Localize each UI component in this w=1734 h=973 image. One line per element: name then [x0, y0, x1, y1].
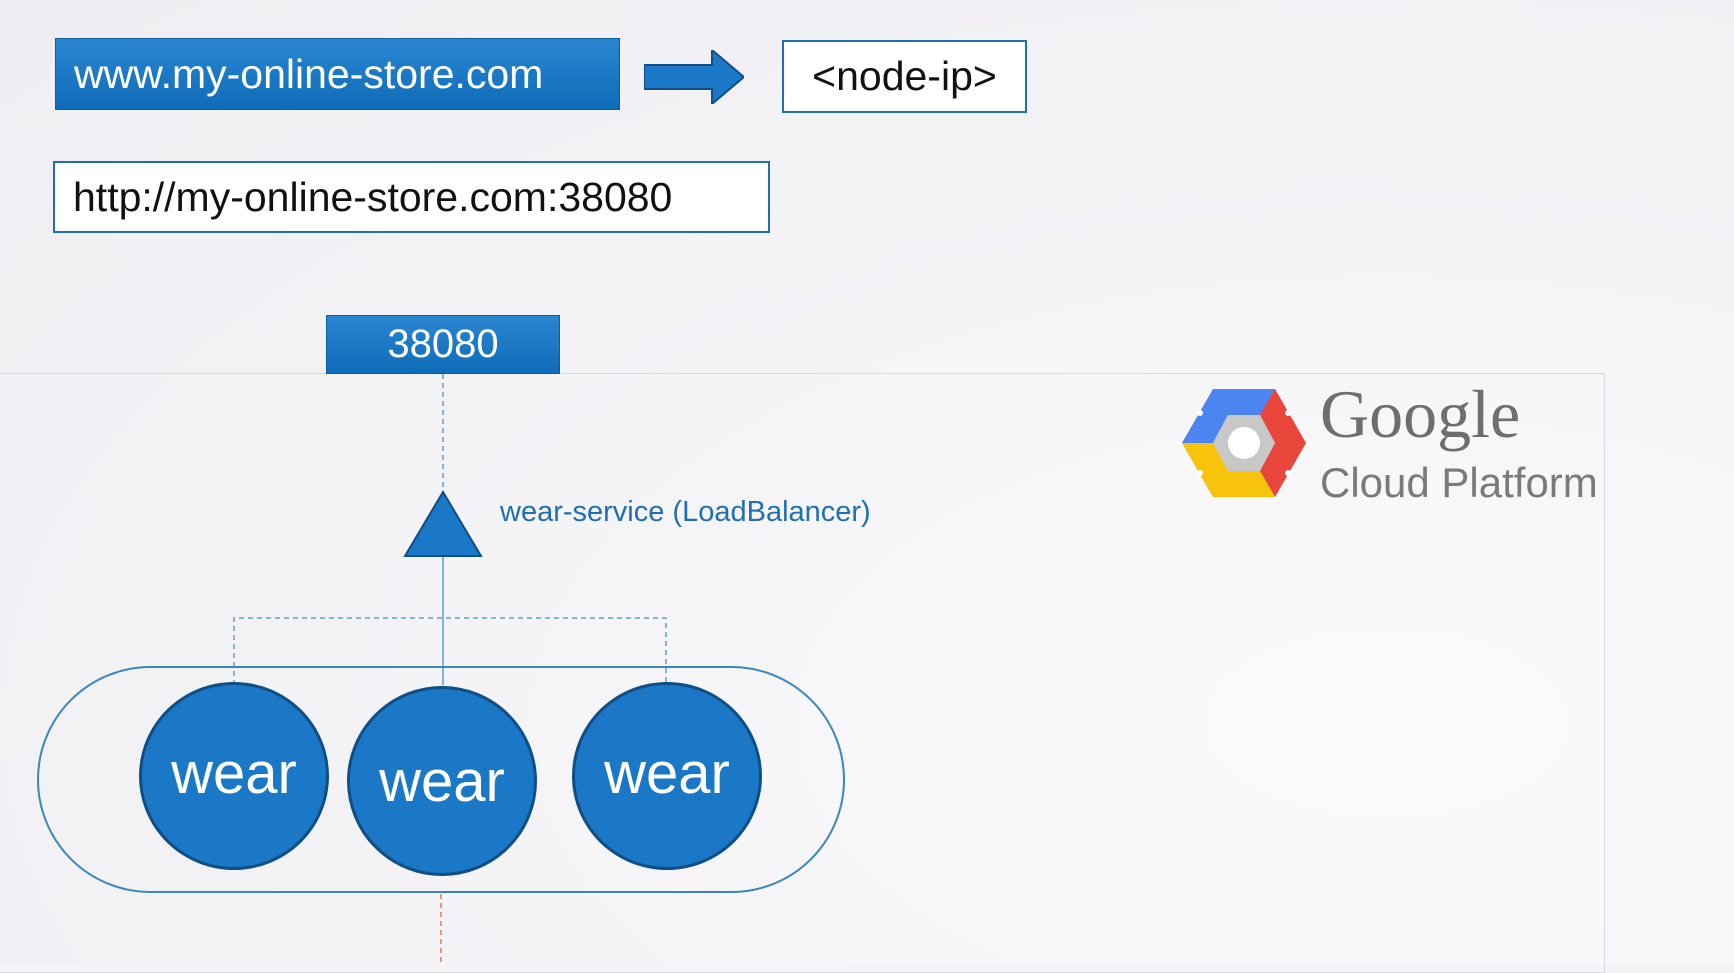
google-cloud-hexagon-icon	[1182, 389, 1306, 497]
node-port-box: 38080	[326, 315, 560, 374]
pod-wear-2: wear	[347, 686, 537, 876]
pod-wear-3: wear	[572, 682, 762, 870]
node-ip-box: <node-ip>	[782, 40, 1027, 113]
pod-group	[37, 666, 845, 893]
gcp-logo-google-text: Google	[1320, 376, 1521, 452]
pod-wear-1: wear	[139, 682, 329, 870]
right-arrow-icon	[644, 50, 744, 104]
service-label: wear-service (LoadBalancer)	[500, 496, 871, 528]
gcp-logo-platform-text: Cloud Platform	[1320, 459, 1598, 506]
http-url-box: http://my-online-store.com:38080	[53, 161, 770, 233]
domain-url-box: www.my-online-store.com	[55, 38, 620, 110]
